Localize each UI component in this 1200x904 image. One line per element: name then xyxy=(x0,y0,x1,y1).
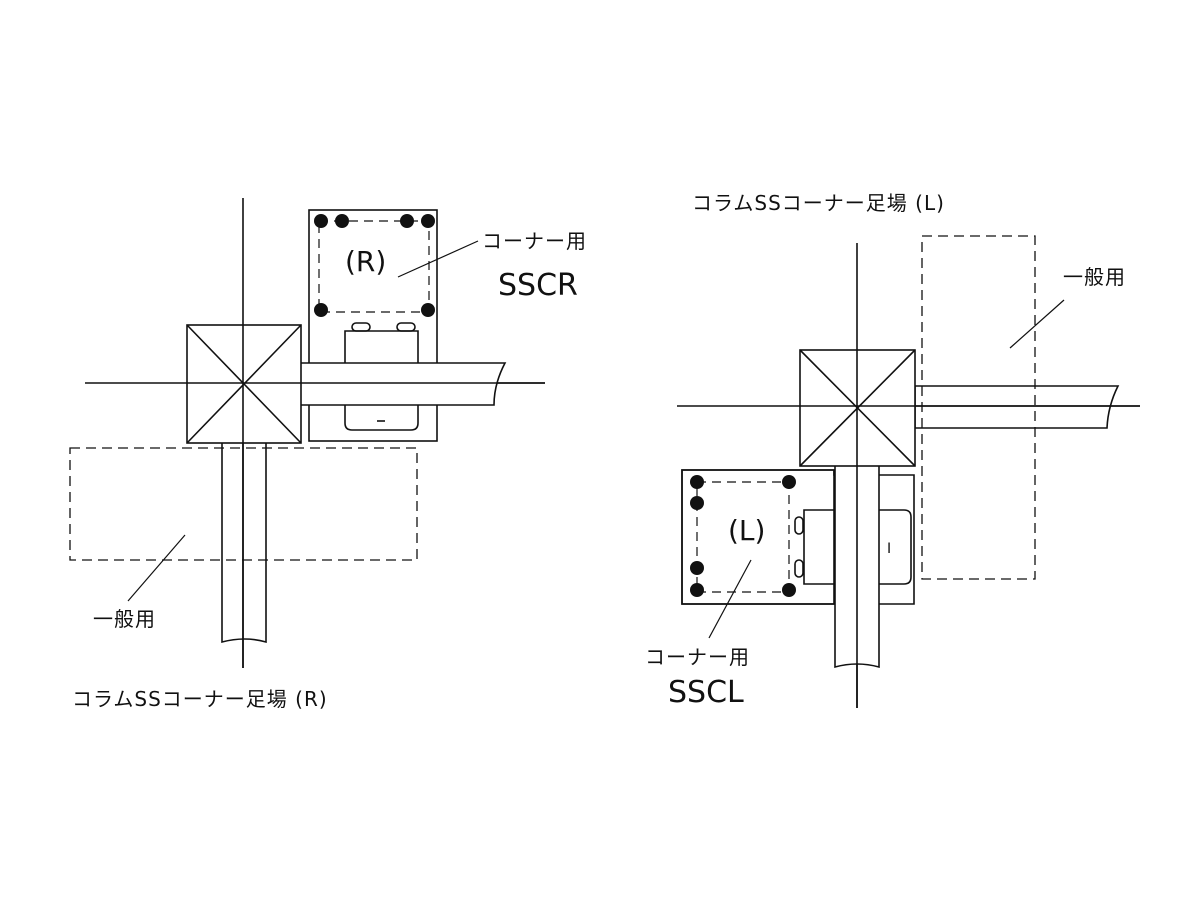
bolt-hole xyxy=(400,214,414,228)
bolt-holes xyxy=(690,475,796,597)
column-diagonal xyxy=(186,324,302,444)
corner-label-l: コーナー用 xyxy=(645,645,750,669)
bolt-hole xyxy=(690,583,704,597)
general-label-r: 一般用 xyxy=(93,607,156,631)
clamp-tick-l: I xyxy=(887,541,891,557)
general-bracket-dashed xyxy=(69,447,418,561)
bolt-hole xyxy=(335,214,349,228)
bolt-hole xyxy=(314,214,328,228)
bolt-hole xyxy=(690,561,704,575)
clamp-slot xyxy=(794,516,804,535)
horizontal-pipe xyxy=(299,362,507,406)
vertical-pipe xyxy=(221,443,267,644)
bracket-mark-l: (L) xyxy=(728,514,765,547)
bolt-hole xyxy=(314,303,328,317)
bolt-holes xyxy=(314,214,435,317)
corner-code-r: SSCR xyxy=(498,268,578,303)
clamp-slot xyxy=(351,322,371,332)
bolt-hole xyxy=(690,496,704,510)
caption-l: コラムSSコーナー足場 (L) xyxy=(692,191,945,215)
general-bracket-dashed xyxy=(921,235,1036,580)
leader-line-general xyxy=(127,534,186,602)
bracket-clamp xyxy=(344,330,419,431)
horizontal-pipe xyxy=(914,385,1120,429)
corner-label-r: コーナー用 xyxy=(482,229,587,253)
bracket-mark-r: (R) xyxy=(345,245,386,278)
diagram-l xyxy=(677,235,1140,708)
leader-line-corner xyxy=(708,559,752,639)
caption-r: コラムSSコーナー足場 (R) xyxy=(72,687,328,711)
bracket-dashed-outline xyxy=(318,220,430,313)
bolt-hole xyxy=(690,475,704,489)
bolt-hole xyxy=(421,303,435,317)
bracket-dashed-outline xyxy=(696,481,790,593)
clamp-slot xyxy=(794,559,804,578)
general-label-l: 一般用 xyxy=(1063,265,1126,289)
leader-line-corner xyxy=(397,240,479,278)
clamp-slot xyxy=(396,322,416,332)
bolt-hole xyxy=(782,583,796,597)
corner-code-l: SSCL xyxy=(668,675,744,710)
corner-bracket-plate-front xyxy=(681,469,835,605)
bolt-hole xyxy=(782,475,796,489)
leader-line-general xyxy=(1009,299,1065,349)
bolt-hole xyxy=(421,214,435,228)
diagram-r xyxy=(69,198,545,668)
